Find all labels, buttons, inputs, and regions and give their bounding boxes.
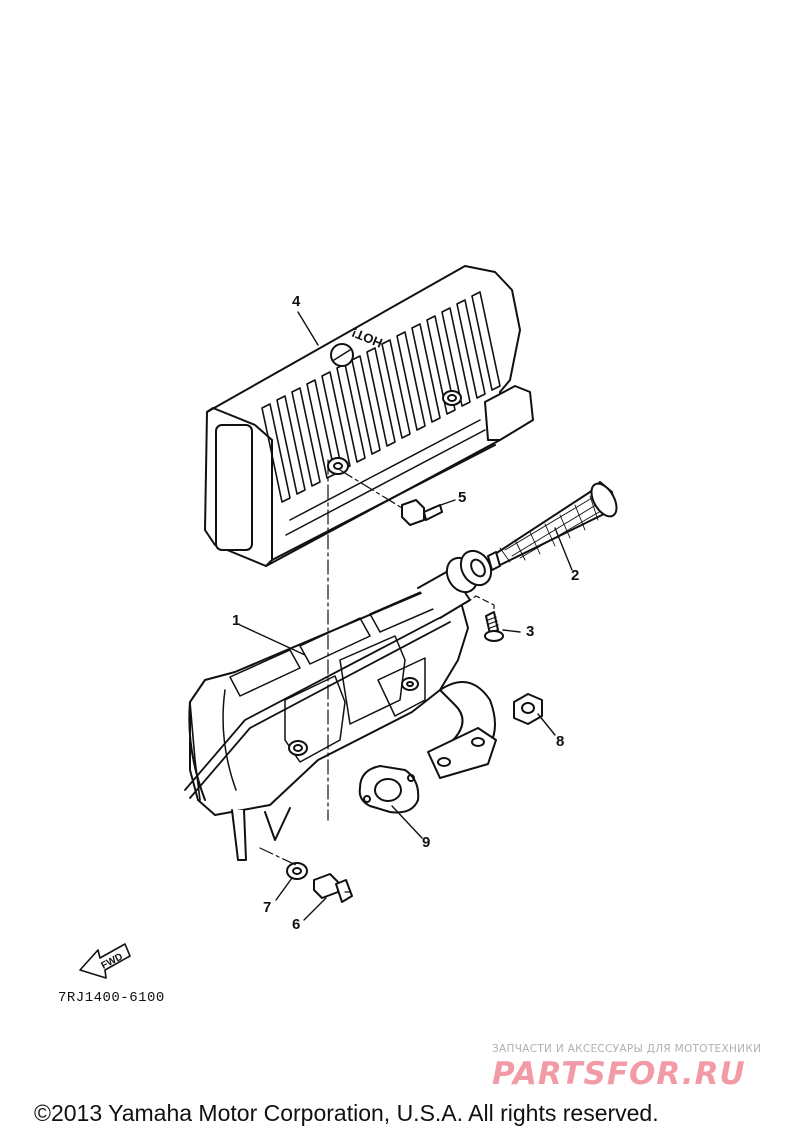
watermark-logo-text: PARTSFOR.RU: [492, 1056, 746, 1092]
muffler-part-1: [184, 549, 497, 861]
spark-arrester-part-2: [487, 481, 618, 571]
washer-part-7: [286, 862, 308, 880]
callout-8: 8: [556, 733, 565, 750]
callout-7: 7: [263, 899, 272, 916]
copyright-notice: ©2013 Yamaha Motor Corporation, U.S.A. A…: [34, 1100, 659, 1126]
watermark-tagline: ЗАПЧАСТИ И АКСЕССУАРЫ ДЛЯ МОТОТЕХНИКИ: [492, 1043, 762, 1055]
drawing-code: 7RJ1400-6100: [58, 990, 165, 1006]
alignment-lines: [259, 459, 403, 893]
callout-2: 2: [571, 567, 580, 584]
callout-5: 5: [458, 489, 467, 506]
heat-shield-part-4: [204, 265, 534, 567]
callout-9: 9: [422, 834, 431, 851]
fwd-label: FWD: [100, 951, 125, 971]
leader-lines: [239, 311, 573, 921]
fwd-arrow-icon: FWD: [79, 943, 131, 979]
shield-warning-text: HOT!: [350, 325, 385, 351]
nut-part-8: [513, 693, 543, 725]
screw-part-3: [484, 611, 504, 642]
callout-6: 6: [292, 916, 301, 933]
callout-1: 1: [232, 612, 241, 629]
callout-4: 4: [292, 293, 301, 310]
watermark-logo: PARTSFOR.RU: [492, 1056, 746, 1092]
gasket-part-9: [358, 765, 420, 814]
callout-3: 3: [526, 623, 535, 640]
bolt-part-6: [313, 873, 353, 903]
bolt-part-5: [401, 499, 443, 526]
